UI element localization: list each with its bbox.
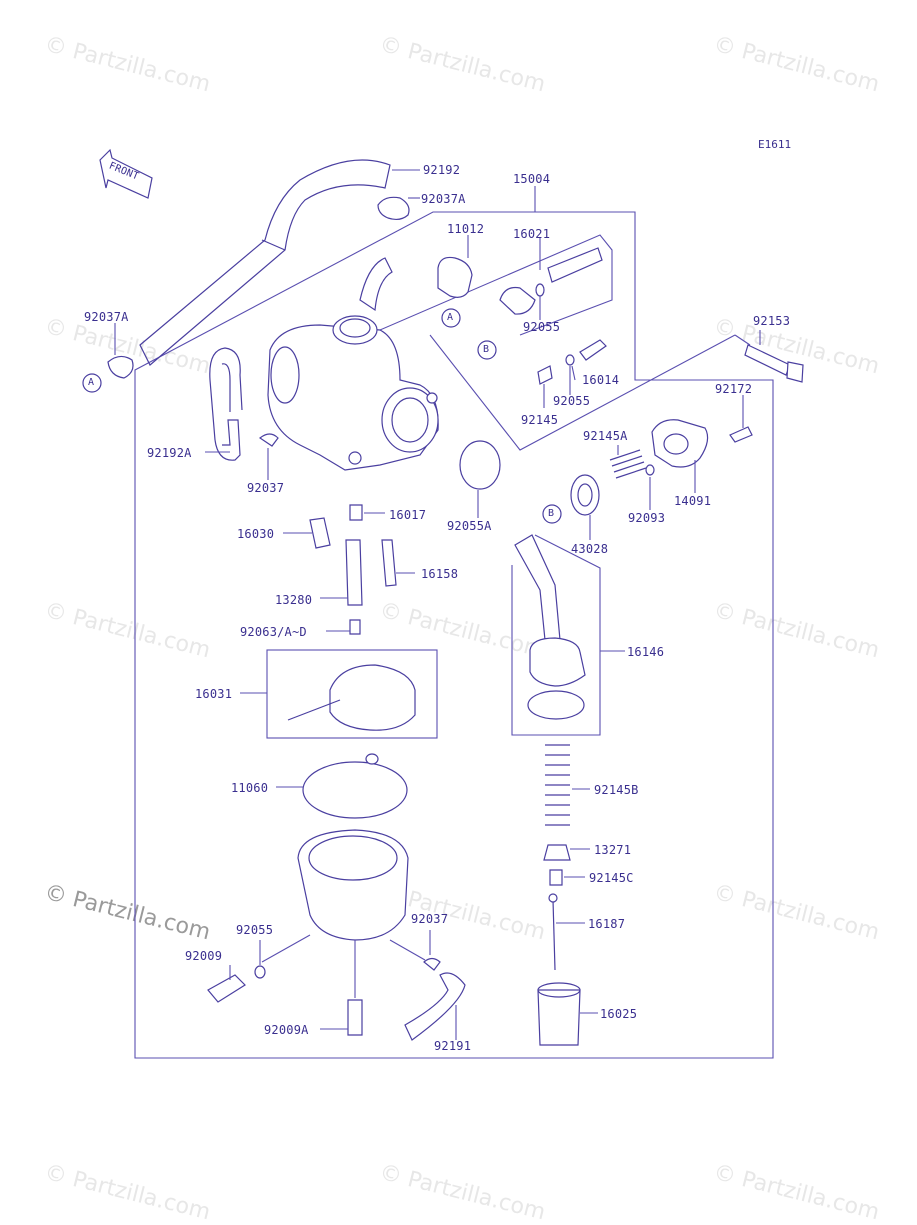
- front-arrow-icon: [99, 148, 153, 199]
- spring-92145A: [609, 449, 647, 479]
- part-label-16031[interactable]: 16031: [195, 687, 233, 701]
- float-box: [266, 649, 438, 739]
- callout-B-bottom: [542, 504, 562, 524]
- part-label-13271[interactable]: 13271: [594, 843, 632, 857]
- part-label-16017[interactable]: 16017: [389, 508, 427, 522]
- part-label-92009A[interactable]: 92009A: [264, 1023, 309, 1037]
- part-label-43028[interactable]: 43028: [571, 542, 609, 556]
- part-label-14091[interactable]: 14091: [674, 494, 712, 508]
- hose-92192A: [209, 347, 243, 461]
- part-label-16158[interactable]: 16158: [421, 567, 459, 581]
- callout-A-right: [441, 308, 461, 328]
- part-label-92037A[interactable]: 92037A: [84, 310, 129, 324]
- part-label-92055A[interactable]: 92055A: [447, 519, 492, 533]
- needle-16187: [552, 899, 556, 971]
- diagram-code: E1611: [758, 138, 792, 151]
- adjuster-16021: [547, 247, 603, 283]
- throttle-valve-16025: [537, 989, 581, 1046]
- part-label-92192A[interactable]: 92192A: [147, 446, 192, 460]
- float-bowl: [297, 829, 409, 941]
- subassembly-frame: [379, 234, 613, 336]
- part-label-92037[interactable]: 92037: [247, 481, 285, 495]
- part-label-92145A[interactable]: 92145A: [583, 429, 628, 443]
- pump-cover-14091: [651, 419, 709, 468]
- part-label-92172[interactable]: 92172: [715, 382, 753, 396]
- needle-valve-16030: [309, 517, 331, 549]
- part-label-92063[interactable]: 92063/A~D: [240, 625, 307, 639]
- cap-11012: [437, 256, 473, 298]
- part-label-15004[interactable]: 15004: [513, 172, 551, 186]
- part-label-11060[interactable]: 11060: [231, 781, 269, 795]
- part-label-92145B[interactable]: 92145B: [594, 783, 639, 797]
- part-label-92153[interactable]: 92153: [753, 314, 791, 328]
- part-label-92055[interactable]: 92055: [553, 394, 591, 408]
- gasket-11060: [302, 761, 408, 819]
- part-label-92191[interactable]: 92191: [434, 1039, 472, 1053]
- callout-letter: A: [447, 312, 454, 323]
- part-label-16021[interactable]: 16021: [513, 227, 551, 241]
- retainer-13271: [543, 844, 571, 861]
- part-label-92055[interactable]: 92055: [523, 320, 561, 334]
- spring-92145C: [549, 869, 563, 886]
- part-label-92055[interactable]: 92055: [236, 923, 274, 937]
- assembly-frame: [134, 211, 774, 1059]
- screw-16014: [579, 339, 607, 361]
- callout-letter: A: [88, 377, 95, 388]
- part-label-16025[interactable]: 16025: [600, 1007, 638, 1021]
- part-label-92145[interactable]: 92145: [521, 413, 559, 427]
- clip-92037: [258, 433, 279, 447]
- part-label-16146[interactable]: 16146: [627, 645, 665, 659]
- pilot-jet-16158: [381, 539, 397, 587]
- bolt-92009A: [347, 999, 363, 1036]
- part-label-92145C[interactable]: 92145C: [589, 871, 634, 885]
- callout-A-left: [82, 373, 102, 393]
- callout-letter: B: [548, 508, 555, 519]
- carburetor-body: [267, 257, 439, 471]
- part-label-92037A[interactable]: 92037A: [421, 192, 466, 206]
- clip-92037-bowl: [423, 957, 441, 971]
- hose-92191: [404, 972, 466, 1041]
- part-label-92192[interactable]: 92192: [423, 163, 461, 177]
- part-label-13280[interactable]: 13280: [275, 593, 313, 607]
- screw-92009: [207, 974, 246, 1003]
- diaphragm-43028: [570, 474, 600, 516]
- choke-assembly-frame: [511, 534, 601, 736]
- spring-92145: [537, 365, 553, 385]
- callout-letter: B: [483, 344, 490, 355]
- part-label-16187[interactable]: 16187: [588, 917, 626, 931]
- part-label-92093[interactable]: 92093: [628, 511, 666, 525]
- o-ring-92055A: [459, 440, 501, 490]
- jet-16017: [349, 504, 363, 521]
- hose-92192: [139, 159, 391, 366]
- jet-92063: [349, 619, 361, 635]
- choke-16146: [514, 534, 561, 641]
- clamp-92037A-top: [377, 196, 410, 221]
- part-label-92009[interactable]: 92009: [185, 949, 223, 963]
- clamp-92037A-left: [107, 355, 134, 379]
- bolt-92153: [744, 344, 791, 376]
- spring-92145B: [545, 744, 570, 826]
- part-label-11012[interactable]: 11012: [447, 222, 485, 236]
- part-label-16014[interactable]: 16014: [582, 373, 620, 387]
- emulsion-tube-13280: [345, 539, 363, 606]
- part-label-92037[interactable]: 92037: [411, 912, 449, 926]
- part-label-16030[interactable]: 16030: [237, 527, 275, 541]
- float-16031: [329, 664, 416, 731]
- callout-B-top: [477, 340, 497, 360]
- screw-92172: [729, 426, 753, 443]
- carburetor-exploded-diagram: [82, 148, 804, 1059]
